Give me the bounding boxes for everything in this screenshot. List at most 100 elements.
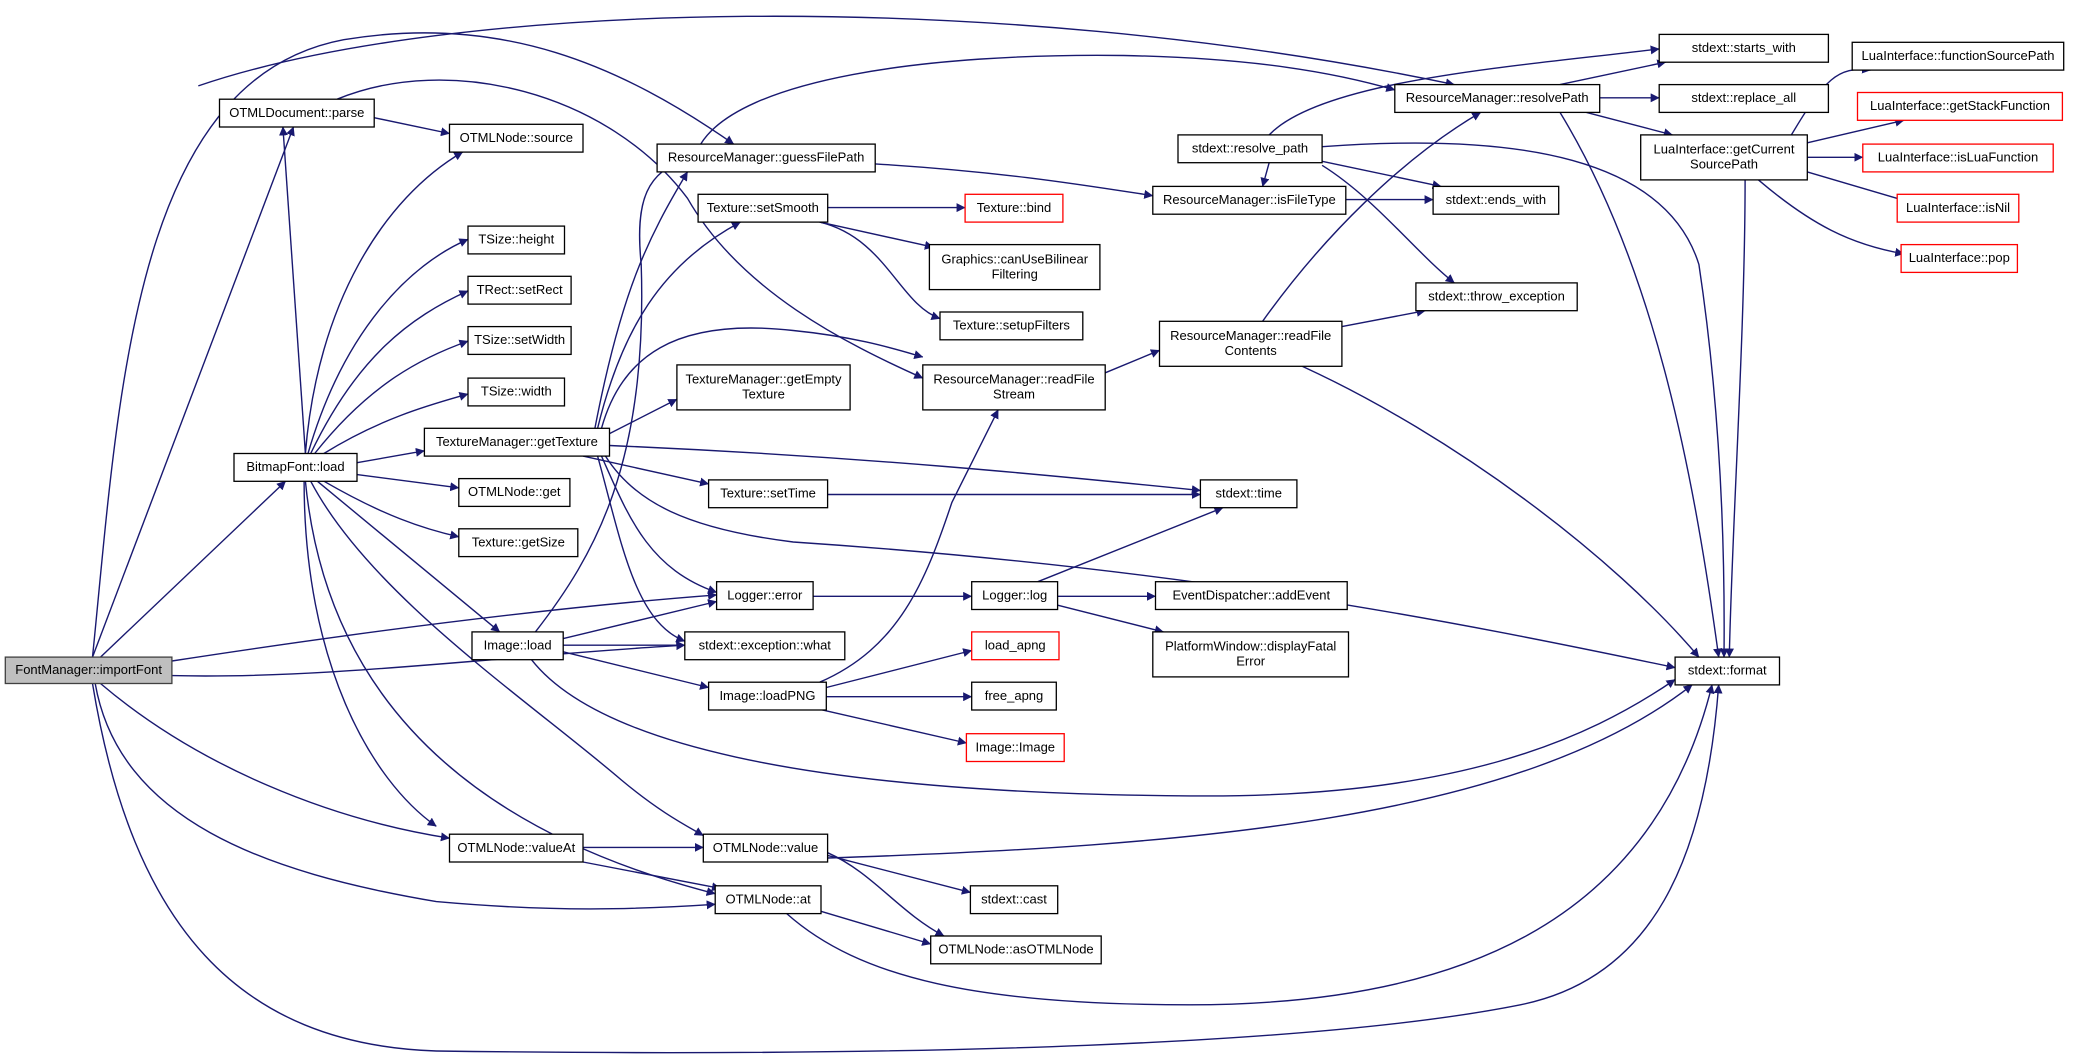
node-label: Texture [742, 387, 785, 402]
node-imgLoad[interactable]: Image::load [471, 631, 564, 661]
node-label: stdext::cast [981, 891, 1047, 906]
node-box [969, 885, 1059, 915]
node-box [964, 193, 1064, 223]
node-box [1415, 282, 1578, 312]
node-label: LuaInterface::getStackFunction [1870, 98, 2050, 113]
node-rmGuess[interactable]: ResourceManager::guessFilePath [656, 143, 876, 173]
node-texBind[interactable]: Texture::bind [964, 193, 1064, 223]
node-label: TSize::setWidth [474, 332, 565, 347]
node-logLog[interactable]: Logger::log [971, 581, 1059, 611]
edge-docParse-to-nodeSource [373, 117, 450, 137]
edge-rmResolve-to-luaGetCur [1586, 111, 1673, 138]
node-luaPop[interactable]: LuaInterface::pop [1900, 243, 2019, 274]
node-label: LuaInterface::isLuaFunction [1878, 150, 2038, 165]
node-excWhat[interactable]: stdext::exception::what [684, 631, 846, 661]
node-label: ResourceManager::readFile [933, 372, 1094, 387]
node-stdCast[interactable]: stdext::cast [969, 885, 1059, 915]
edge-tmGetTexture-to-stdTime [609, 444, 1201, 495]
node-label: TRect::setRect [477, 282, 563, 297]
node-nodeValueAt[interactable]: OTMLNode::valueAt [448, 833, 584, 863]
edge-imgLoadPNG-to-loadApng [826, 648, 973, 689]
node-box [939, 311, 1084, 341]
node-luaIsFunc[interactable]: LuaInterface::isLuaFunction [1862, 143, 2054, 173]
node-resPath[interactable]: stdext::resolve_path [1177, 134, 1323, 164]
node-imgImage[interactable]: Image::Image [965, 733, 1065, 763]
node-label: Image::load [484, 638, 552, 653]
node-importFont[interactable]: FontManager::importFont [4, 656, 173, 685]
edge-imgLoad-to-logErr [563, 599, 718, 640]
node-isFileType[interactable]: ResourceManager::isFileType [1152, 185, 1347, 215]
node-label: TSize::width [481, 384, 552, 399]
node-box [448, 123, 584, 153]
node-docParse[interactable]: OTMLDocument::parse [218, 98, 375, 128]
node-box [1896, 193, 2020, 223]
node-luaIsNil[interactable]: LuaInterface::isNil [1896, 193, 2020, 223]
node-texGetSize[interactable]: Texture::getSize [458, 528, 579, 558]
edge-texSetSmooth-to-gfxBilinear [819, 221, 934, 250]
edge-bfLoad-to-tsSetWidth [314, 339, 469, 454]
node-nodeGet[interactable]: OTMLNode::get [458, 477, 571, 508]
node-box [471, 631, 564, 661]
node-addEvent[interactable]: EventDispatcher::addEvent [1154, 581, 1348, 611]
edge-rmGuess-to-rmResolve [700, 54, 1396, 145]
node-label: LuaInterface::pop [1909, 250, 2010, 265]
node-logErr[interactable]: Logger::error [715, 581, 814, 611]
node-asOTML[interactable]: OTMLNode::asOTMLNode [930, 935, 1102, 965]
node-startsWith[interactable]: stdext::starts_with [1658, 33, 1830, 63]
node-luaFuncSrc[interactable]: LuaInterface::functionSourcePath [1851, 41, 2065, 71]
node-tsHeight[interactable]: TSize::height [467, 225, 566, 255]
node-luaStack[interactable]: LuaInterface::getStackFunction [1856, 91, 2064, 121]
edge-resPath-to-endsWith [1321, 160, 1442, 190]
node-box [233, 452, 358, 482]
node-endsWith[interactable]: stdext::ends_with [1432, 185, 1560, 215]
edge-texSetSmooth-to-texFilters [819, 221, 941, 320]
node-stdTime[interactable]: stdext::time [1199, 479, 1298, 509]
node-nodeValue[interactable]: OTMLNode::value [702, 833, 829, 863]
edges [91, 15, 1911, 1054]
edge-importFont-to-bfLoad [100, 480, 287, 658]
node-imgLoadPNG[interactable]: Image::loadPNG [707, 681, 827, 711]
node-box [423, 427, 611, 457]
node-nodeSource[interactable]: OTMLNode::source [448, 123, 584, 153]
node-trSetRect[interactable]: TRect::setRect [467, 275, 572, 305]
node-texFilters[interactable]: Texture::setupFilters [939, 311, 1084, 341]
node-tsWidth[interactable]: TSize::width [467, 377, 566, 407]
node-rmResolve[interactable]: ResourceManager::resolvePath [1394, 83, 1601, 114]
node-freeApng[interactable]: free_apng [971, 681, 1057, 711]
edge-resPath-to-startsWith [1268, 45, 1660, 136]
node-box [4, 656, 173, 685]
node-box [707, 681, 827, 711]
node-label: Logger::log [982, 587, 1047, 602]
node-label: TSize::height [478, 232, 554, 247]
edge-importFont-to-rmResolve [198, 15, 1455, 88]
node-texSetSmooth[interactable]: Texture::setSmooth [697, 193, 829, 223]
node-tsSetWidth[interactable]: TSize::setWidth [467, 325, 572, 356]
node-box [1674, 656, 1781, 686]
edge-rmReadStream-to-readContents [1104, 349, 1160, 374]
node-throwExc[interactable]: stdext::throw_exception [1415, 282, 1578, 312]
node-label: Texture::setTime [720, 486, 816, 501]
node-label: TextureManager::getTexture [436, 434, 598, 449]
edge-docParse-to-rmReadStream [336, 79, 924, 379]
node-box [1640, 134, 1808, 181]
node-loadApng[interactable]: load_apng [971, 631, 1060, 661]
node-tmGetTexture[interactable]: TextureManager::getTexture [423, 427, 611, 457]
edge-tmGetTexture-to-excWhat [596, 455, 686, 643]
edge-bfLoad-to-imgLoad [316, 480, 501, 633]
node-bfLoad[interactable]: BitmapFont::load [233, 452, 358, 482]
node-format[interactable]: stdext::format [1674, 656, 1781, 686]
node-box [467, 377, 566, 407]
node-texSetTime[interactable]: Texture::setTime [707, 479, 829, 509]
node-nodeAt[interactable]: OTMLNode::at [714, 885, 822, 915]
nodes: FontManager::importFont OTMLDocument::par… [4, 33, 2065, 965]
node-label: stdext::replace_all [1691, 90, 1796, 105]
node-label: stdext::starts_with [1692, 40, 1796, 55]
node-box [922, 364, 1106, 411]
node-replaceAll[interactable]: stdext::replace_all [1658, 83, 1830, 114]
